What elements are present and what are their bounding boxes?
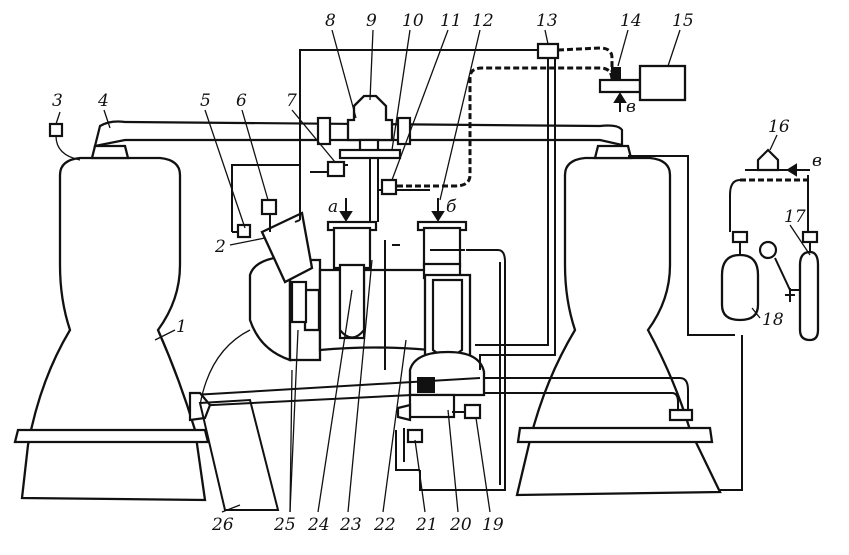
label-5: 5 bbox=[200, 91, 211, 111]
main-valve bbox=[338, 94, 402, 160]
label-21: 21 bbox=[415, 515, 438, 535]
label-25: 25 bbox=[273, 515, 296, 535]
flow-label-b: б bbox=[446, 197, 457, 217]
label-3: 3 bbox=[52, 91, 63, 111]
label-9: 9 bbox=[366, 11, 377, 31]
label-26: 26 bbox=[211, 515, 234, 535]
flow-letters: a б в в bbox=[328, 97, 822, 217]
label-11: 11 bbox=[440, 11, 462, 31]
label-14: 14 bbox=[620, 11, 642, 31]
label-1: 1 bbox=[176, 317, 187, 337]
label-12: 12 bbox=[472, 11, 494, 31]
label-20: 20 bbox=[449, 515, 472, 535]
label-7: 7 bbox=[286, 91, 297, 111]
label-10: 10 bbox=[402, 11, 424, 31]
left-thrust-chamber bbox=[13, 144, 210, 502]
label-18: 18 bbox=[762, 310, 784, 330]
label-16: 16 bbox=[768, 117, 790, 137]
flow-label-a: a bbox=[328, 197, 338, 217]
label-23: 23 bbox=[339, 515, 362, 535]
turbopump-assembly bbox=[248, 211, 486, 422]
label-4: 4 bbox=[97, 91, 109, 111]
label-2: 2 bbox=[214, 237, 226, 257]
flow-label-v-left: в bbox=[626, 97, 636, 117]
label-13: 13 bbox=[536, 11, 558, 31]
label-6: 6 bbox=[236, 91, 247, 111]
piping bbox=[48, 42, 820, 511]
label-17: 17 bbox=[784, 207, 806, 227]
label-24: 24 bbox=[307, 515, 330, 535]
label-15: 15 bbox=[672, 11, 694, 31]
leader-lines bbox=[55, 29, 811, 513]
callout-labels: 1 2 3 4 5 6 7 8 9 10 11 12 13 14 15 16 1… bbox=[52, 11, 806, 535]
flow-label-v-right: в bbox=[812, 151, 822, 171]
label-8: 8 bbox=[325, 11, 336, 31]
label-22: 22 bbox=[373, 515, 396, 535]
label-19: 19 bbox=[482, 515, 504, 535]
flow-arrows bbox=[339, 92, 810, 222]
